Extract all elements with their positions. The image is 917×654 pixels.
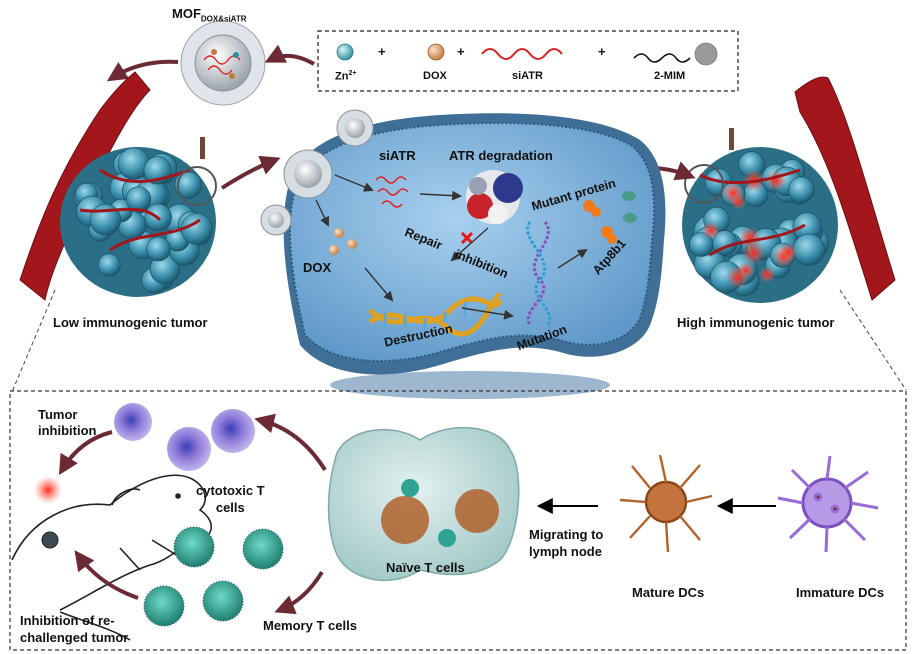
cell-dox-label: DOX <box>303 260 332 275</box>
atr-degradation-label: ATR degradation <box>449 148 553 163</box>
high-immunogenic-tumor <box>682 76 896 303</box>
immune-infiltrate-spot <box>765 170 787 192</box>
memory-t-label: Memory T cells <box>263 618 357 633</box>
immune-infiltrate-spot <box>758 266 776 283</box>
mature-dc <box>619 454 713 553</box>
legend-plus-1: + <box>378 44 386 59</box>
tumor-cell <box>146 236 171 262</box>
mof-title: MOFDOX&siATR <box>172 6 247 24</box>
legend-dox-label: DOX <box>423 70 447 82</box>
low-immunogenic-label: Low immunogenic tumor <box>53 315 208 330</box>
arrow-mof-to-sirna <box>334 174 374 192</box>
inhibition-x-icon <box>460 231 474 245</box>
high-immunogenic-label: High immunogenic tumor <box>677 315 835 330</box>
rechallenge-label: Inhibition of re-challenged tumor <box>20 613 129 645</box>
sirna-released <box>375 176 409 208</box>
memory-t-cells <box>143 526 284 627</box>
immune-infiltrate-spot <box>702 221 720 240</box>
connector-right <box>839 289 907 391</box>
sirna-strand-icon <box>481 48 563 60</box>
connector-left <box>11 289 56 393</box>
arrow-atr-repair <box>450 227 489 262</box>
atr-protein-complex <box>466 170 523 224</box>
arrow-cytotoxic-to-tumor <box>58 430 113 476</box>
immune-infiltrate-spot <box>741 241 766 265</box>
dox-molecule-icon <box>427 43 445 61</box>
dna-helix-mutation <box>526 221 552 326</box>
rechallenged-tumor-icon <box>41 531 59 549</box>
immune-infiltrate-spot <box>737 261 755 279</box>
lymph-node <box>327 427 520 582</box>
2-mim-linker-icon <box>633 53 691 63</box>
arrow-dox-to-dna <box>364 267 394 302</box>
arrow-tumor-to-cell <box>220 155 281 190</box>
tumor-cell <box>97 253 121 277</box>
mof-nanoparticle <box>180 20 266 106</box>
dox-molecules <box>329 228 357 255</box>
immature-dc <box>777 455 879 553</box>
tumor-cell <box>792 233 825 266</box>
legend-siatr-label: siATR <box>512 70 543 82</box>
mutant-protein-icons <box>583 191 637 244</box>
naive-t-label: Naïve T cells <box>386 560 465 575</box>
arrow-memory-to-rechallenge <box>74 550 139 600</box>
mof-particles-entry <box>260 109 374 236</box>
arrow-legend-to-mof <box>264 44 316 66</box>
arrow-dna-to-mutation <box>461 307 514 320</box>
cell-siatr-label: siATR <box>379 148 416 163</box>
arrow-lymph-to-cytotoxic <box>254 413 327 472</box>
immune-infiltrate-spot <box>722 181 745 205</box>
tumor-cell <box>126 186 152 212</box>
mouse-illustration <box>11 474 213 641</box>
legend-plus-2: + <box>457 44 465 59</box>
legend-plus-3: + <box>598 44 606 59</box>
legend-2mim-label: 2-MIM <box>654 70 686 82</box>
legend-zn-label: Zn2+ <box>335 70 357 83</box>
low-immunogenic-tumor <box>19 71 217 301</box>
zn-ion-icon <box>336 43 354 61</box>
legend-box <box>317 30 739 92</box>
dna-helix-destruction <box>368 292 503 337</box>
arrow-lymph-to-memory <box>274 570 324 615</box>
tumor-cell <box>788 176 815 203</box>
immune-infiltrate-spot <box>779 242 798 261</box>
tumor-inhibited-icon <box>34 476 62 504</box>
immune-response-box <box>9 390 907 651</box>
immature-dc-label: Immature DCs <box>796 585 885 600</box>
arrow-sirna-to-atr <box>419 190 462 201</box>
cytotoxic-t-cells <box>114 403 255 471</box>
arrow-mutation-to-protein <box>557 248 588 269</box>
arrow-mof-to-dox <box>315 199 330 227</box>
cell-flow-arrows <box>315 174 588 320</box>
arrow-mof-to-vessel <box>106 59 179 82</box>
mature-dc-label: Mature DCs <box>632 585 705 600</box>
blood-vessel-right <box>794 76 896 301</box>
